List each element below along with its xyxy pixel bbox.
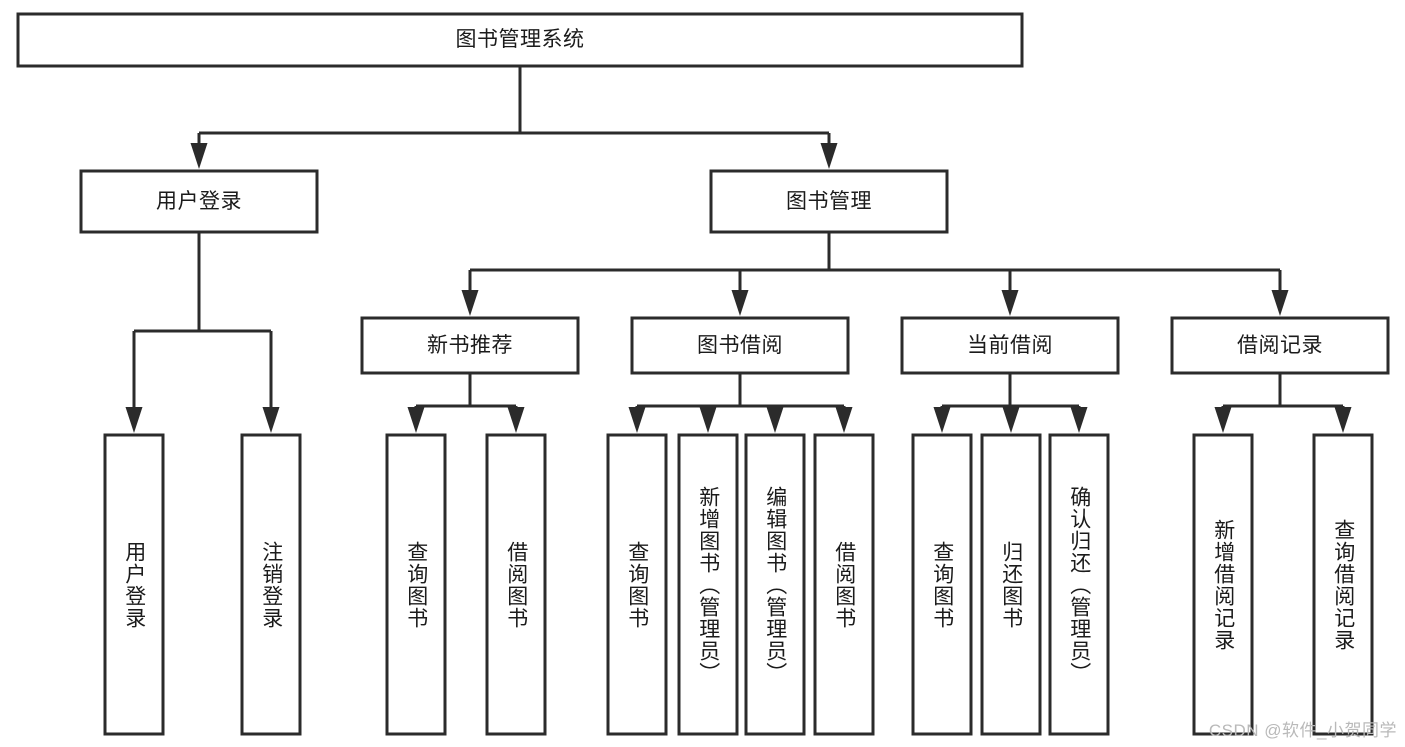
arrow-head-icon — [262, 407, 280, 433]
arrow-head-icon — [933, 407, 951, 433]
arrow-head-icon — [1070, 407, 1088, 433]
node-box-leaf-query-borrow-record[interactable] — [1312, 433, 1374, 736]
node-box-root[interactable] — [16, 12, 1024, 68]
node-box-leaf-add-borrow-record[interactable] — [1192, 433, 1254, 736]
node-box-leaf-query-book-current[interactable] — [911, 433, 973, 736]
node-box-borrow-record[interactable] — [1170, 316, 1390, 375]
node-box-leaf-borrow-book[interactable] — [813, 433, 875, 736]
node-box-user-login[interactable] — [79, 169, 319, 234]
arrow-head-icon — [699, 407, 717, 433]
node-box-leaf-borrow-book-recommend[interactable] — [485, 433, 547, 736]
node-box-new-book-recommend[interactable] — [360, 316, 580, 375]
node-box-leaf-user-login[interactable] — [103, 433, 165, 736]
node-layer — [16, 12, 1390, 736]
node-box-leaf-query-book-borrow[interactable] — [606, 433, 668, 736]
arrow-head-icon — [461, 290, 479, 316]
node-box-book-manage[interactable] — [709, 169, 949, 234]
arrow-head-icon — [766, 407, 784, 433]
node-box-leaf-return-book[interactable] — [980, 433, 1042, 736]
arrow-head-icon — [731, 290, 749, 316]
arrow-head-icon — [1334, 407, 1352, 433]
arrow-head-icon — [835, 407, 853, 433]
node-box-leaf-confirm-return-admin[interactable] — [1048, 433, 1110, 736]
arrow-head-icon — [507, 407, 525, 433]
node-box-book-borrow[interactable] — [630, 316, 850, 375]
arrow-head-icon — [1001, 290, 1019, 316]
node-box-leaf-query-book-recommend[interactable] — [385, 433, 447, 736]
arrow-head-icon — [820, 143, 838, 169]
node-box-leaf-add-book-admin[interactable] — [677, 433, 739, 736]
arrow-head-icon — [1002, 407, 1020, 433]
arrow-head-icon — [125, 407, 143, 433]
arrow-head-icon — [407, 407, 425, 433]
arrow-head-icon — [1271, 290, 1289, 316]
arrow-head-icon — [628, 407, 646, 433]
arrow-head-icon — [1214, 407, 1232, 433]
node-box-current-borrow[interactable] — [900, 316, 1120, 375]
watermark-text: CSDN @软件_小贺同学 — [1208, 721, 1397, 740]
arrow-head-icon — [190, 143, 208, 169]
node-box-leaf-edit-book-admin[interactable] — [744, 433, 806, 736]
node-box-leaf-logout-login[interactable] — [240, 433, 302, 736]
edge-layer — [125, 66, 1352, 433]
